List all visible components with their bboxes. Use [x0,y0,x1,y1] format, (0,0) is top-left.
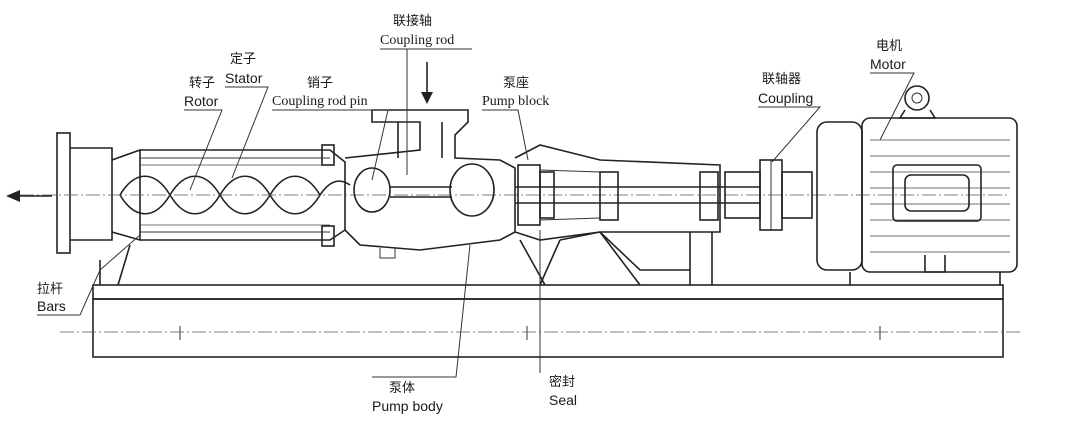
motor [816,85,1018,285]
label-stator-cn: 定子 [230,52,257,67]
label-pin-cn: 销子 [307,76,334,91]
label-pump-block-cn: 泵座 [503,76,530,91]
leader-pump-block [482,109,529,161]
label-coupling-rod-en: Coupling rod [380,33,455,48]
label-bars-cn: 拉杆 [37,282,64,297]
leader-pin [272,109,389,181]
label-stator-en: Stator [225,70,263,86]
leader-bars [37,234,141,316]
label-seal-cn: 密封 [549,375,576,390]
leader-pump-body [372,244,471,378]
leader-coupling [758,106,822,163]
label-pump-body-en: Pump body [372,398,443,414]
label-rotor-en: Rotor [184,93,219,109]
label-coupling-rod-cn: 联接轴 [393,14,433,29]
pump-block [514,144,760,286]
label-bars-en: Bars [37,298,66,314]
leader-stator [225,86,269,179]
leader-motor [870,72,915,141]
label-coupling-en: Coupling [758,90,814,106]
label-coupling-cn: 联轴器 [762,72,802,87]
label-motor-cn: 电机 [876,39,903,54]
label-pin-en: Coupling rod pin [272,94,368,109]
arrow-left-icon [6,190,52,202]
label-seal-en: Seal [549,392,578,408]
pump-body [344,109,516,259]
label-motor-en: Motor [870,56,906,72]
label-rotor-cn: 转子 [189,76,216,91]
label-pump-block-en: Pump block [482,94,550,109]
leader-rotor [184,109,223,191]
label-pump-body-cn: 泵体 [389,381,416,396]
stator-tube [140,144,346,247]
coupling [724,159,813,231]
arrow-down-icon [421,62,433,104]
